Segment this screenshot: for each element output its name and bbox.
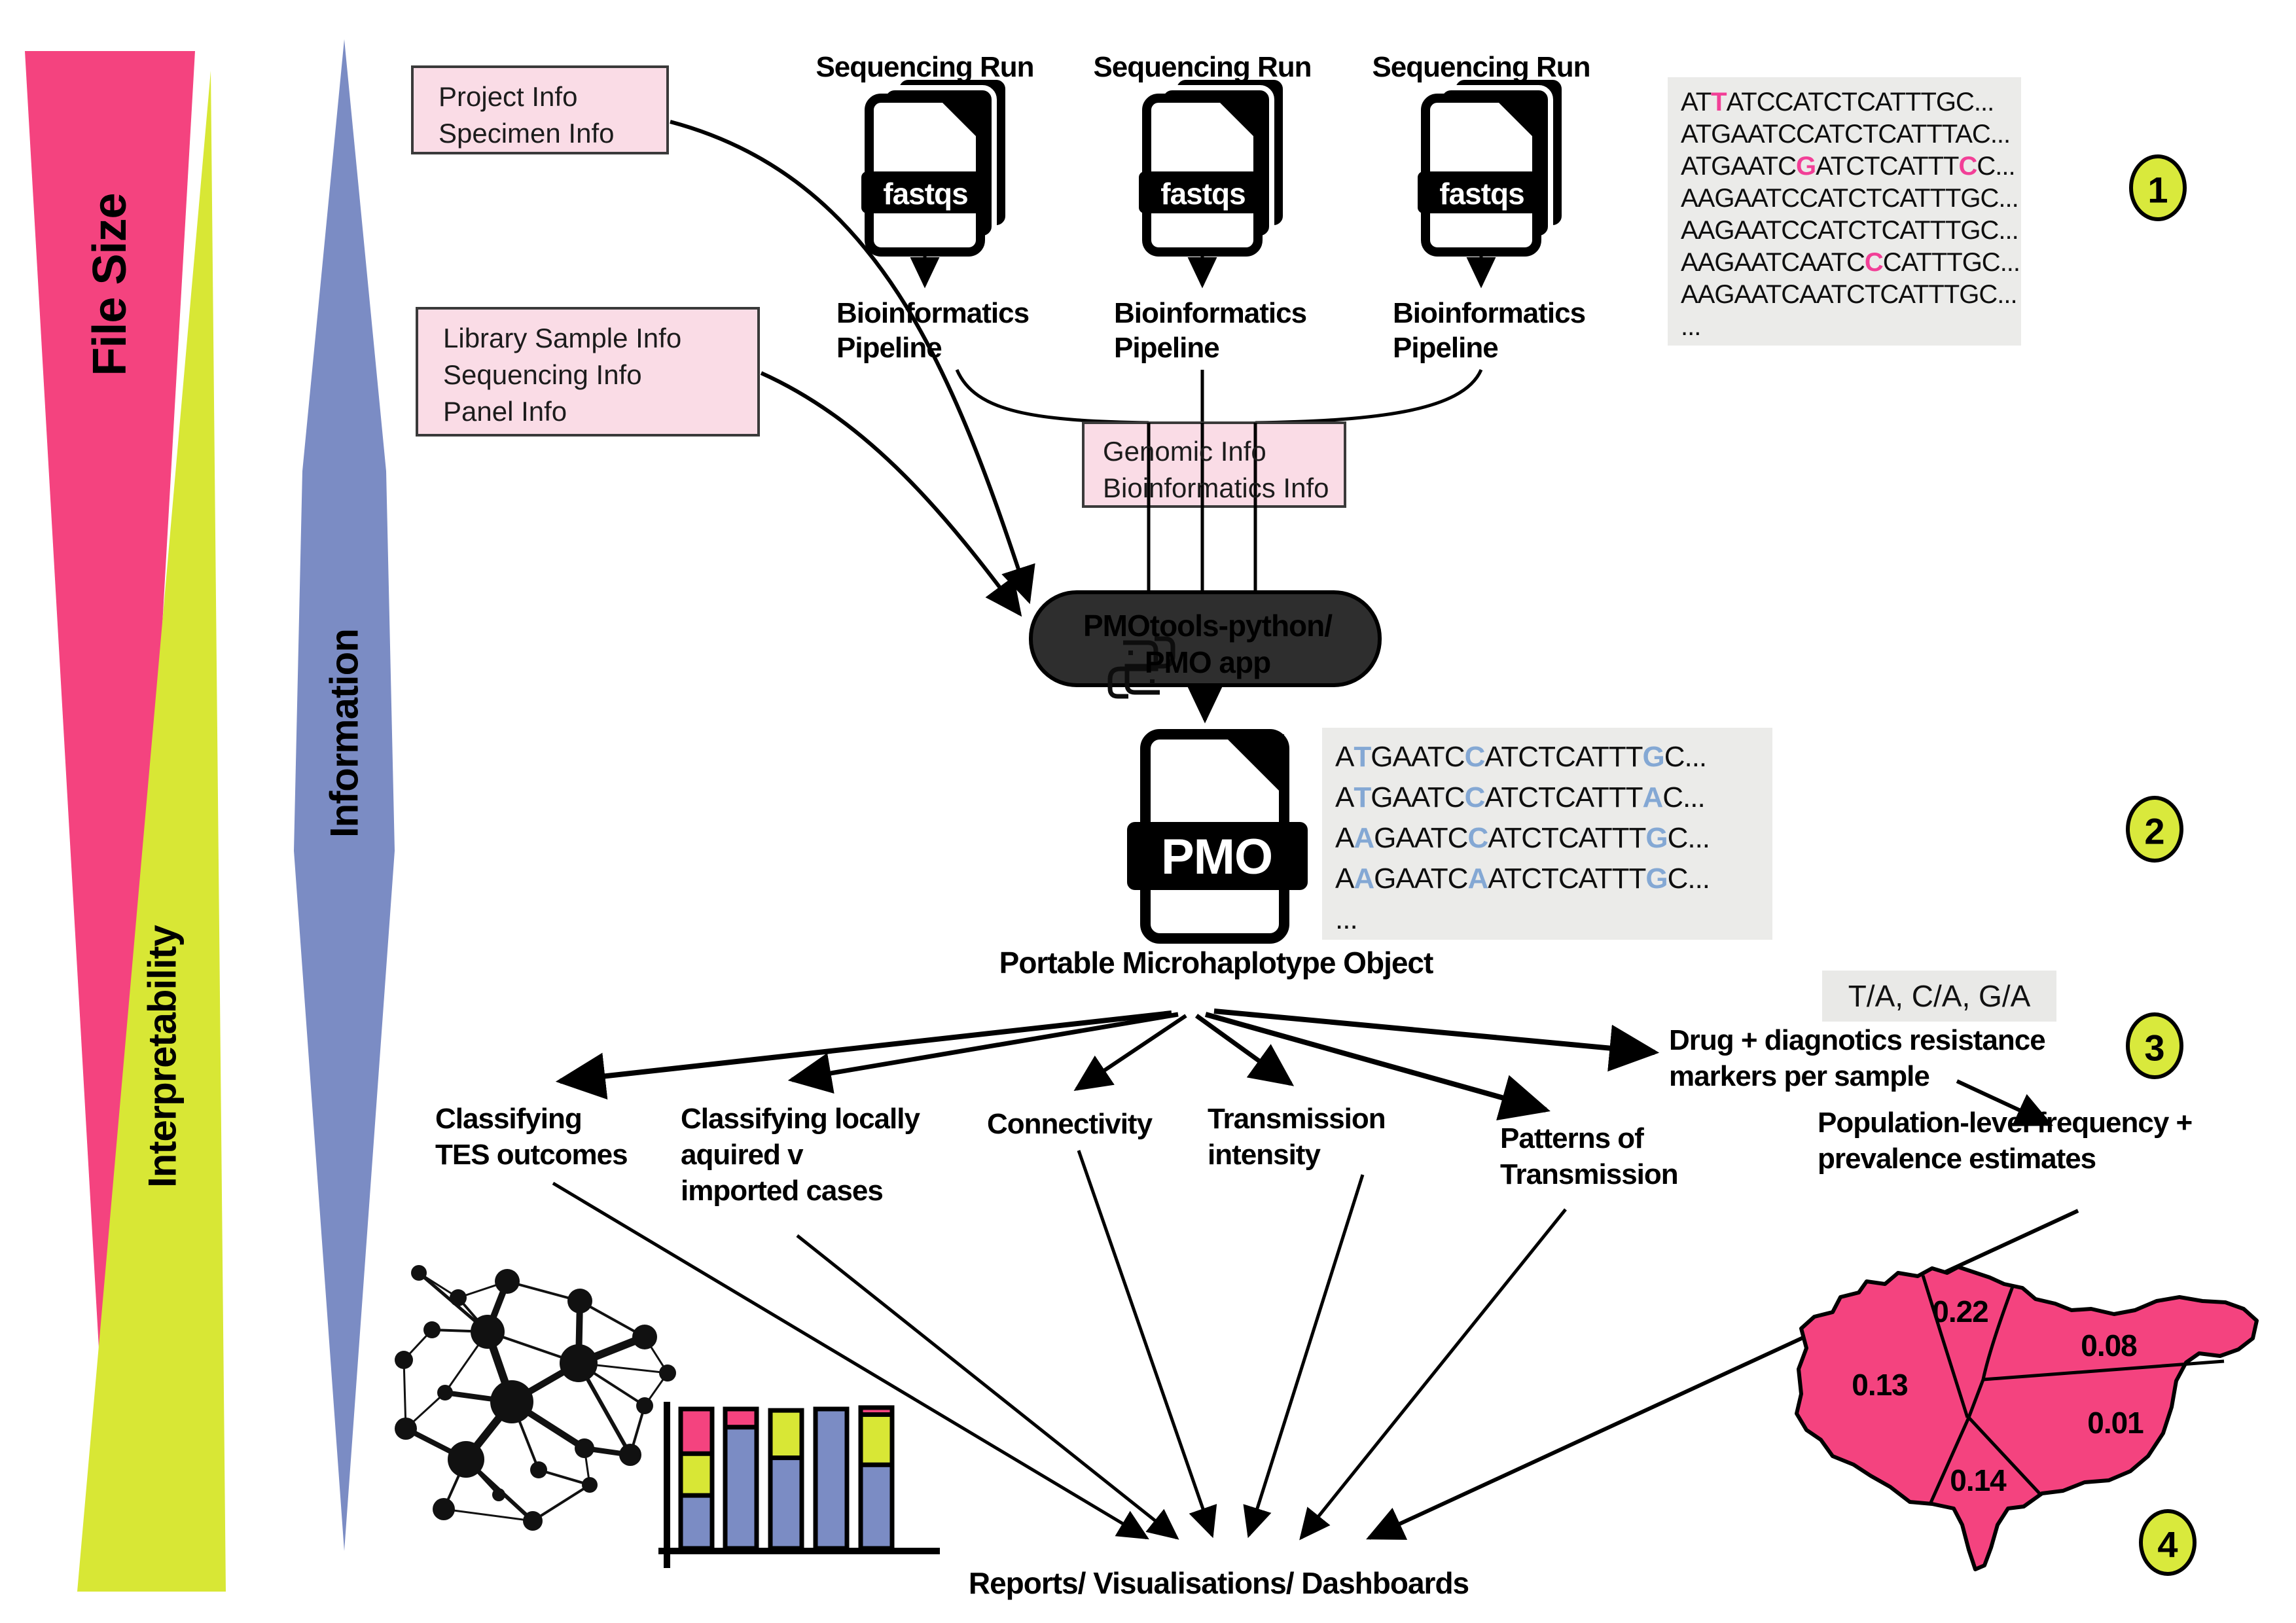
step-badge-1: 1 xyxy=(2129,154,2187,221)
fastqs-file-icon xyxy=(1418,75,1567,257)
genomic-info-box-label: Genomic Info Bioinformatics Info xyxy=(1103,436,1329,503)
connector-pipeline3 xyxy=(1255,369,1483,425)
step-badge-2: 2 xyxy=(2126,796,2183,863)
interpretability-axis-label: Interpretability xyxy=(140,925,185,1188)
sequencing-run-title: Sequencing Run xyxy=(816,51,1034,83)
svg-text:2: 2 xyxy=(2144,811,2164,852)
information-kite xyxy=(294,39,395,1551)
svg-text:1: 1 xyxy=(2147,169,2168,211)
library-info-box: Library Sample Info Sequencing Info Pane… xyxy=(416,307,760,437)
pmo-caption: Portable Microhaplotype Object xyxy=(999,946,1434,980)
step-badge-3: 3 xyxy=(2126,1012,2183,1079)
arrow-patterns-reports xyxy=(1299,1208,1567,1541)
fastqs-label-2: fastqs xyxy=(1160,177,1245,211)
map-value: 0.08 xyxy=(2081,1329,2137,1363)
genomic-info-box xyxy=(1082,421,1346,508)
output-locally: Classifying locally aquired v imported c… xyxy=(681,1103,920,1207)
network-graph xyxy=(395,1265,676,1531)
fastqs-file-icon xyxy=(1139,75,1288,257)
reports-label: Reports/ Visualisations/ Dashboards xyxy=(968,1566,1469,1600)
pmo-label: PMO xyxy=(1161,829,1272,885)
sequencing-run-title: Sequencing Run xyxy=(1372,51,1590,83)
output-connectivity: Connectivity xyxy=(987,1108,1153,1140)
microhaplotype-sequences-block: ATGAATCCATCTCATTTGC...ATGAATCCATCTCATTTA… xyxy=(1322,728,1772,940)
file-size-axis-label: File Size xyxy=(84,193,136,376)
arrow-pmo-tes xyxy=(555,1010,1172,1100)
arrow-pmo-patterns xyxy=(1204,1012,1551,1121)
stacked-bar-chart xyxy=(658,1402,940,1568)
project-info-box: Project Info Specimen Info xyxy=(411,65,669,154)
map-value: 0.01 xyxy=(2087,1406,2144,1440)
python-logo-icon xyxy=(1107,636,1175,699)
bioinformatics-pipeline-label: Bioinformatics Pipeline xyxy=(1393,297,1586,364)
pmo-file-icon xyxy=(1127,729,1308,944)
arrow-drug-population xyxy=(1956,1079,2053,1126)
output-tes: Classifying TES outcomes xyxy=(435,1103,628,1171)
arrow-pmo-connectivity xyxy=(1073,1014,1187,1092)
choropleth-map: 0.22 0.08 0.13 0.01 0.14 xyxy=(1795,1265,2259,1571)
output-drug: Drug + diagnotics resistance markers per… xyxy=(1669,1024,2046,1092)
pmo-tools-label: PMOtools-python/ PMO app xyxy=(1083,609,1333,679)
arrow-pmo-transmission xyxy=(1194,1014,1295,1086)
arrow-pmo-drug xyxy=(1213,1008,1660,1072)
map-value: 0.14 xyxy=(1950,1463,2007,1497)
arrow-locally-reports xyxy=(796,1234,1179,1540)
connector-pipeline1 xyxy=(955,369,1149,425)
fastqs-label-3: fastqs xyxy=(1439,177,1524,211)
information-axis-label: Information xyxy=(322,629,367,838)
arrow-connectivity-reports xyxy=(1077,1150,1217,1539)
read-sequences-block: ATTATCCATCTCATTTGC...ATGAATCCATCTCATTTAC… xyxy=(1668,77,2021,346)
connector-library-to-tool xyxy=(760,371,1022,617)
fastqs-label-1: fastqs xyxy=(883,177,967,211)
output-population: Population-level frequency + prevalence … xyxy=(1818,1107,2193,1175)
output-transmission: Transmission intensity xyxy=(1208,1103,1386,1171)
output-patterns: Patterns of Transmission xyxy=(1500,1122,1679,1190)
pmo-tools-box xyxy=(1029,590,1382,687)
arrow-transmission-reports xyxy=(1243,1174,1365,1539)
sequencing-run-title: Sequencing Run xyxy=(1093,51,1312,83)
arrow-pmo-locally xyxy=(787,1012,1179,1094)
arrow-tes-reports xyxy=(552,1181,1149,1540)
arrow-population-reports xyxy=(1366,1209,2079,1540)
map-value: 0.22 xyxy=(1932,1294,1988,1329)
connector-project-to-tool xyxy=(670,120,1035,605)
fastqs-file-icon xyxy=(861,75,1011,257)
interpretability-wedge xyxy=(77,71,226,1592)
svg-text:3: 3 xyxy=(2144,1027,2164,1069)
bioinformatics-pipeline-label: Bioinformatics Pipeline xyxy=(836,297,1030,364)
svg-text:4: 4 xyxy=(2157,1524,2178,1565)
bioinformatics-pipeline-label: Bioinformatics Pipeline xyxy=(1114,297,1307,364)
alleles-box: T/A, C/A, G/A xyxy=(1822,971,2056,1022)
map-value: 0.13 xyxy=(1852,1368,1908,1402)
file-size-wedge xyxy=(25,51,195,1543)
step-badge-4: 4 xyxy=(2139,1509,2197,1576)
